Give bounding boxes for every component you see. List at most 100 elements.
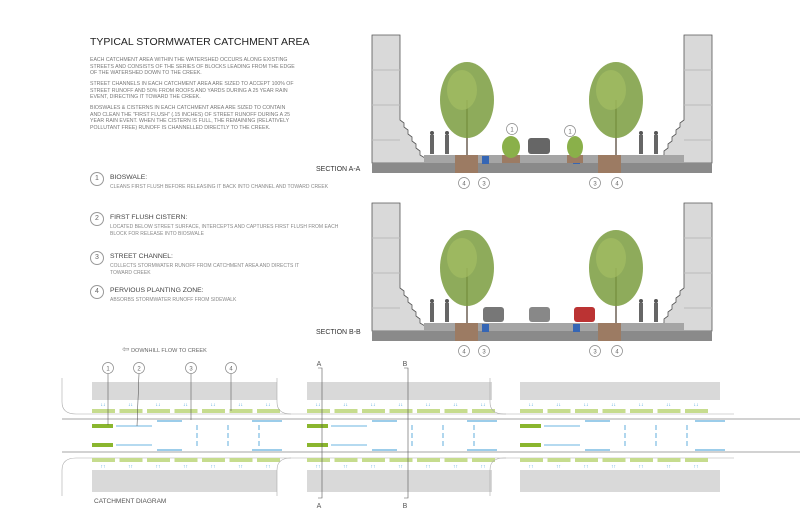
callout-1: 1 [510, 127, 514, 133]
infiltration-arrows: ↑↑ [128, 464, 133, 470]
tree-highlight [596, 238, 626, 278]
person-head [639, 299, 643, 303]
infiltration-arrows: ↓↓ [529, 402, 534, 408]
planting-strip [389, 458, 413, 462]
infiltration-arrows: ↑↑ [639, 464, 644, 470]
planting-strip [92, 458, 115, 462]
person-body [654, 303, 658, 322]
callout-4-circle [611, 345, 623, 357]
person-body [654, 135, 658, 154]
legend-number-4: 4 [90, 285, 104, 299]
sidewalk-edge [489, 457, 734, 496]
planting-strip [444, 409, 468, 413]
legend-number-3: 3 [90, 251, 104, 265]
diagram-callout-2-circle [133, 362, 145, 374]
diagram-callout-3: 3 [189, 366, 193, 372]
planting-strip [444, 458, 468, 462]
car [574, 307, 595, 322]
infiltration-arrows: ↓↓ [211, 402, 216, 408]
planting-strip [362, 409, 385, 413]
person-head [430, 299, 434, 303]
infiltration-arrows: ↓↓ [666, 402, 671, 408]
callout-1-circle [564, 125, 576, 137]
car [528, 138, 550, 154]
page-title: TYPICAL STORMWATER CATCHMENT AREA [90, 36, 310, 48]
infiltration-arrows: ↑↑ [481, 464, 486, 470]
planting-strip [657, 458, 681, 462]
infiltration-arrows: ↓↓ [316, 402, 321, 408]
callout-3-circle [589, 345, 601, 357]
callout-4: 4 [615, 181, 619, 187]
legend-desc-street-channel: COLLECTS STORMWATER RUNOFF FROM CATCHMEN… [110, 263, 300, 276]
planting-strip [119, 458, 143, 462]
sidewalk-edge [61, 378, 291, 415]
infiltration-arrows: ↑↑ [238, 464, 243, 470]
planting-strip [417, 458, 440, 462]
sidewalk-edge [61, 457, 291, 496]
intro-paragraph: Each catchment area within the watershed… [90, 57, 295, 77]
planting-strip [334, 409, 358, 413]
diagram-callout-2: 2 [137, 366, 141, 372]
infiltration-arrows: ↓↓ [156, 402, 161, 408]
car [483, 307, 504, 322]
infiltration-arrows: ↑↑ [611, 464, 616, 470]
infiltration-arrows: ↑↑ [398, 464, 403, 470]
car [529, 307, 550, 322]
person-head [639, 131, 643, 135]
section-cut-label: A [317, 361, 322, 368]
legend-title-cistern: FIRST FLUSH CISTERN: [110, 214, 188, 221]
infiltration-arrows: ↓↓ [101, 402, 106, 408]
person-body [445, 303, 449, 322]
sidewalk-edge [276, 378, 506, 415]
block-top [520, 382, 720, 400]
planting-strip [520, 409, 543, 413]
bioswale-paragraph: Bioswales & cisterns in each catchment a… [90, 105, 290, 131]
infiltration-arrows: ↓↓ [343, 402, 348, 408]
building-right [658, 34, 713, 164]
bioswale [307, 424, 328, 428]
callout-4: 4 [462, 349, 466, 355]
bioswale-plants [567, 136, 583, 158]
pervious-planting-zone [598, 155, 621, 173]
callout-1-circle [506, 123, 518, 135]
planting-strip [174, 409, 198, 413]
person-head [445, 299, 449, 303]
section-b-label: SECTION B-B [316, 329, 361, 336]
planting-strip [229, 458, 253, 462]
callout-4: 4 [462, 181, 466, 187]
diagram-callout-1: 1 [106, 366, 110, 372]
legend-title-street-channel: STREET CHANNEL: [110, 253, 173, 260]
person-body [639, 135, 643, 154]
planting-strip [229, 409, 253, 413]
street-channel [482, 156, 489, 164]
person-head [654, 131, 658, 135]
infiltration-arrows: ↑↑ [266, 464, 271, 470]
legend-number-2: 2 [90, 212, 104, 226]
section-cut-line [404, 367, 409, 499]
street-surface [424, 155, 684, 163]
infiltration-arrows: ↑↑ [666, 464, 671, 470]
planting-strip [630, 458, 653, 462]
callout-4: 4 [615, 349, 619, 355]
planting-strip [602, 409, 626, 413]
infiltration-arrows: ↑↑ [371, 464, 376, 470]
planting-strip [575, 409, 598, 413]
subgrade [372, 331, 712, 341]
block-bottom [92, 470, 277, 492]
infiltration-arrows: ↓↓ [371, 402, 376, 408]
infiltration-arrows: ↑↑ [453, 464, 458, 470]
planting-strip [685, 409, 708, 413]
bioswale-basin [567, 155, 583, 163]
infiltration-arrows: ↑↑ [156, 464, 161, 470]
infiltration-arrows: ↓↓ [694, 402, 699, 408]
catchment-diagram: ↓↓ ↑↑ ↓↓ ↑↑ ↓↓ ↑↑ ↓↓ ↑↑ ↓↓ ↑↑ ↓↓ ↑↑ ↓↓ ↑↑ ↓↓ ↑↑ ↓↓ ↑↑ ↓↓ ↑↑… [61, 361, 800, 510]
callout-4-circle [458, 177, 470, 189]
person-head [430, 131, 434, 135]
block-bottom [307, 470, 492, 492]
infiltration-arrows: ↑↑ [556, 464, 561, 470]
sidewalk-edge [276, 457, 506, 496]
bioswale [520, 443, 541, 447]
infiltration-arrows: ↓↓ [556, 402, 561, 408]
planting-strip [202, 458, 225, 462]
